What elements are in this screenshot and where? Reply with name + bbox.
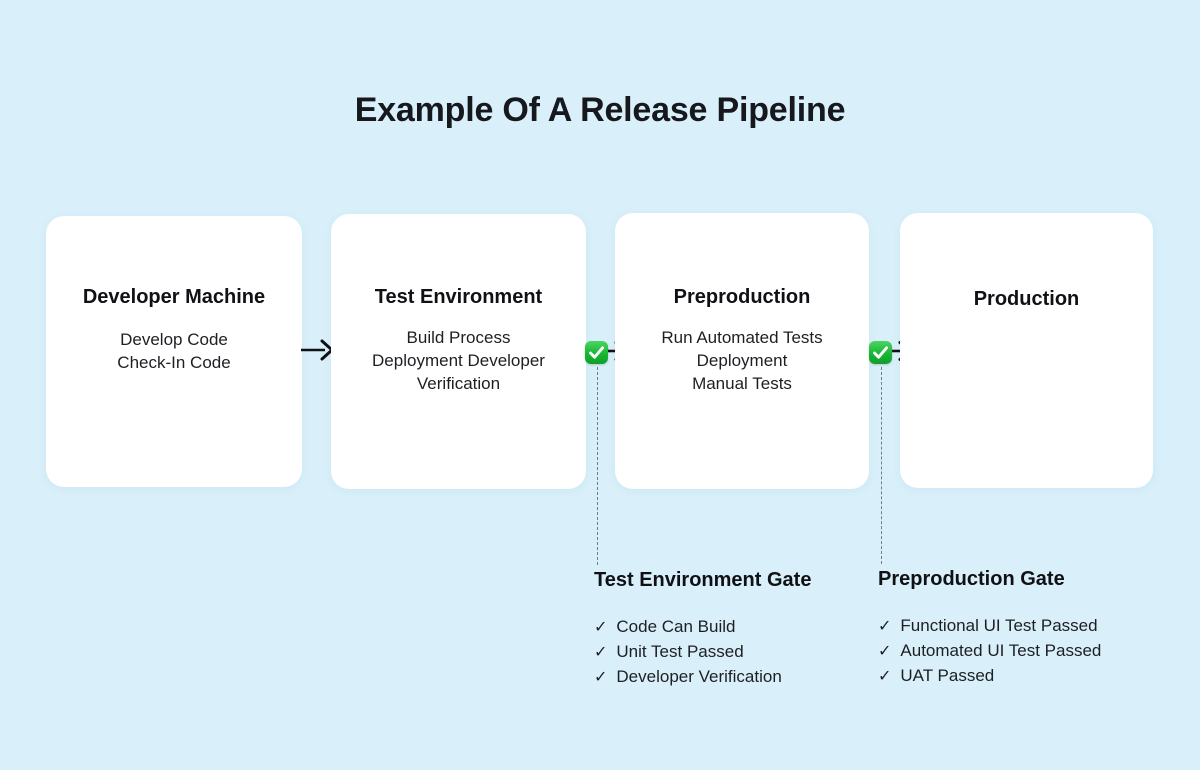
arrow-right-icon [301,336,335,364]
check-icon: ✓ [878,668,892,685]
gate-criterion-label: UAT Passed [900,666,995,685]
gate-criteria-list: ✓ Code Can Build ✓ Unit Test Passed ✓ De… [594,615,869,690]
check-icon: ✓ [878,643,892,660]
stage-title: Preproduction [673,286,811,308]
green-check-icon [585,341,608,364]
stage-card-developer-machine: Developer Machine Develop Code Check-In … [46,216,302,487]
page-title: Example Of A Release Pipeline [354,91,846,129]
stage-body: Develop Code Check-In Code [117,330,231,372]
gate-criterion: ✓ Functional UI Test Passed [878,614,1153,639]
check-icon: ✓ [594,669,608,686]
gate-title: Preproduction Gate [878,568,1065,590]
stage-card-test-environment: Test Environment Build Process Deploymen… [331,214,586,489]
check-icon: ✓ [878,618,892,635]
stage-title: Production [973,288,1080,310]
gate-criterion: ✓ Unit Test Passed [594,640,869,665]
gate-criteria-list: ✓ Functional UI Test Passed ✓ Automated … [878,614,1153,689]
check-icon: ✓ [594,644,608,661]
gate-dash-line-test-environment [597,367,598,565]
green-check-icon [869,341,892,364]
gate-dash-line-preproduction [881,367,882,564]
gate-title: Test Environment Gate [594,569,812,591]
gate-criterion: ✓ UAT Passed [878,664,1153,689]
check-icon: ✓ [594,619,608,636]
gate-criterion: ✓ Developer Verification [594,665,869,690]
gate-criterion-label: Developer Verification [616,667,782,686]
stage-body: Run Automated Tests Deployment Manual Te… [661,328,823,393]
gate-criterion: ✓ Automated UI Test Passed [878,639,1153,664]
stage-title: Test Environment [374,286,543,308]
gate-criterion-label: Code Can Build [616,617,736,636]
stage-title: Developer Machine [82,286,266,308]
gate-criterion-label: Functional UI Test Passed [900,616,1098,635]
gate-criterion: ✓ Code Can Build [594,615,869,640]
stage-card-preproduction: Preproduction Run Automated Tests Deploy… [615,213,869,489]
gate-criterion-label: Unit Test Passed [616,642,744,661]
gate-block-preproduction: Preproduction Gate ✓ Functional UI Test … [878,566,1153,689]
stage-body: Build Process Deployment Developer Verif… [372,328,545,393]
stage-card-production: Production [900,213,1153,488]
gate-criterion-label: Automated UI Test Passed [900,641,1102,660]
gate-block-test-environment: Test Environment Gate ✓ Code Can Build ✓… [594,567,869,690]
